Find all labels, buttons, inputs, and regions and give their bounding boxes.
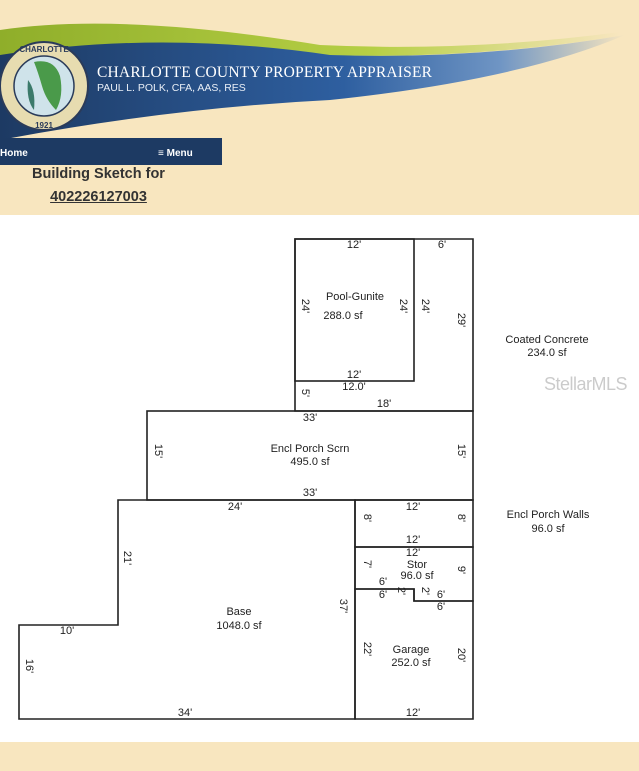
dimension-label: 12' [347,239,361,251]
dimension-label: 6' [437,601,445,613]
dimension-label: 12' [347,369,361,381]
dimension-label: 6' [379,589,387,601]
dimension-label: 6' [437,589,445,601]
area-name-label: Encl Porch Walls [507,509,590,521]
dimension-label: 6' [379,576,387,588]
area-size-label: 1048.0 sf [216,620,262,632]
dimension-label: 12' [406,707,420,719]
parcel-id-link[interactable]: 402226127003 [50,189,147,205]
dimension-label: 33' [303,412,317,424]
coated-concrete-outline [294,238,474,412]
area-size-label: 288.0 sf [323,310,363,322]
dimension-label: 20' [455,648,467,662]
dimension-label: 5' [299,389,311,397]
banner-swoosh [0,23,625,140]
nav-menu-button[interactable]: ≡ Menu [158,148,193,159]
dimension-label: 24' [299,299,311,313]
dimension-label: 24' [419,299,431,313]
svg-text:CHARLOTTE: CHARLOTTE [19,45,69,54]
site-subtitle: PAUL L. POLK, CFA, AAS, RES [97,82,246,94]
dimension-label: 16' [23,659,35,673]
site-header: CHARLOTTE 1921 CHARLOTTE COUNTY PROPERTY… [0,0,639,215]
nav-bar: Home ≡ Menu [0,138,222,165]
dimension-label: 21' [121,551,133,565]
page-title: Building Sketch for [32,166,165,182]
dimension-label: 7' [361,560,373,568]
area-size-label: 234.0 sf [527,347,567,359]
base-outline [18,499,356,720]
dimension-label: 12' [406,501,420,513]
area-name-label: Pool-Gunite [326,291,384,303]
area-size-label: 252.0 sf [391,657,431,669]
area-name-label: Coated Concrete [505,334,588,346]
area-size-label: 495.0 sf [290,456,330,468]
watermark: StellarMLS [544,374,628,394]
area-size-label: 96.0 sf [400,570,434,582]
dimension-label: 29' [455,313,467,327]
dimension-label: 6' [438,239,446,251]
page-footer [0,742,639,771]
garage-outline [354,588,474,720]
dimension-label: 9' [455,566,467,574]
dimension-label: 12.0' [342,381,366,393]
dimension-label: 24' [397,299,409,313]
area-name-label: Stor [407,559,428,571]
dimension-label: 24' [228,501,242,513]
dimension-label: 33' [303,487,317,499]
nav-home-link[interactable]: Home [0,148,28,159]
svg-text:1921: 1921 [35,121,53,130]
dimension-label: 15' [152,444,164,458]
dimension-label: 34' [178,707,192,719]
dimension-label: 12' [406,534,420,546]
site-title: CHARLOTTE COUNTY PROPERTY APPRAISER [97,64,433,81]
area-name-label: Garage [393,644,430,656]
dimension-label: 10' [60,625,74,637]
area-name-label: Encl Porch Scrn [271,443,350,455]
dimension-label: 8' [455,514,467,522]
dimension-label: 8' [361,514,373,522]
dimension-label: 22' [361,642,373,656]
pool-outline [294,238,415,382]
area-name-label: Base [226,606,251,618]
county-seal-logo: CHARLOTTE 1921 [0,41,89,131]
dimension-label: 18' [377,398,391,410]
dimension-label: 2' [395,587,407,595]
dimension-label: 37' [337,599,349,613]
dimension-label: 15' [455,444,467,458]
dimension-label: 2' [419,587,431,595]
dimension-label: 12' [406,547,420,559]
building-sketch: Pool-Gunite 288.0 sf Coated Concrete234.0 … [18,238,590,720]
area-size-label: 96.0 sf [531,523,565,535]
